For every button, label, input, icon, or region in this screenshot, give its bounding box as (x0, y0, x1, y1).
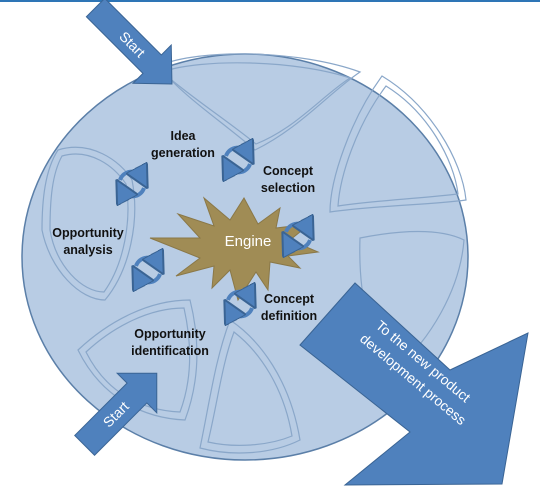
petal-bottom (199, 319, 301, 454)
cycle-icon-right (286, 224, 310, 249)
opp-ident-line1: Opportunity (134, 327, 206, 341)
petal-left (41, 146, 136, 301)
concept-sel-line1: Concept (263, 164, 314, 178)
cycle-icon-idea (120, 172, 144, 197)
petal-top (157, 53, 362, 151)
label-opportunity-analysis: Opportunity analysis (52, 226, 124, 257)
concept-sel-line2: selection (261, 181, 315, 195)
engine-label: Engine (225, 233, 272, 250)
idea-line1: Idea (170, 129, 196, 143)
top-rule (0, 0, 540, 2)
label-concept-selection: Concept selection (261, 164, 315, 195)
wheel-petals (41, 53, 467, 454)
concept-def-line2: definition (261, 309, 317, 323)
label-opportunity-identification: Opportunity identification (131, 327, 209, 358)
petal-upper-right (329, 75, 467, 213)
idea-line2: generation (151, 146, 215, 160)
cycle-icon-concept-selection (226, 148, 250, 173)
opp-analysis-line1: Opportunity (52, 226, 124, 240)
cycle-icon-concept-definition (228, 292, 252, 317)
cycle-icon-opportunity-analysis (136, 258, 160, 283)
label-concept-definition: Concept definition (261, 292, 317, 323)
concept-def-line1: Concept (264, 292, 315, 306)
opp-analysis-line2: analysis (63, 243, 112, 257)
opp-ident-line2: identification (131, 344, 209, 358)
label-idea-generation: Idea generation (151, 129, 215, 160)
